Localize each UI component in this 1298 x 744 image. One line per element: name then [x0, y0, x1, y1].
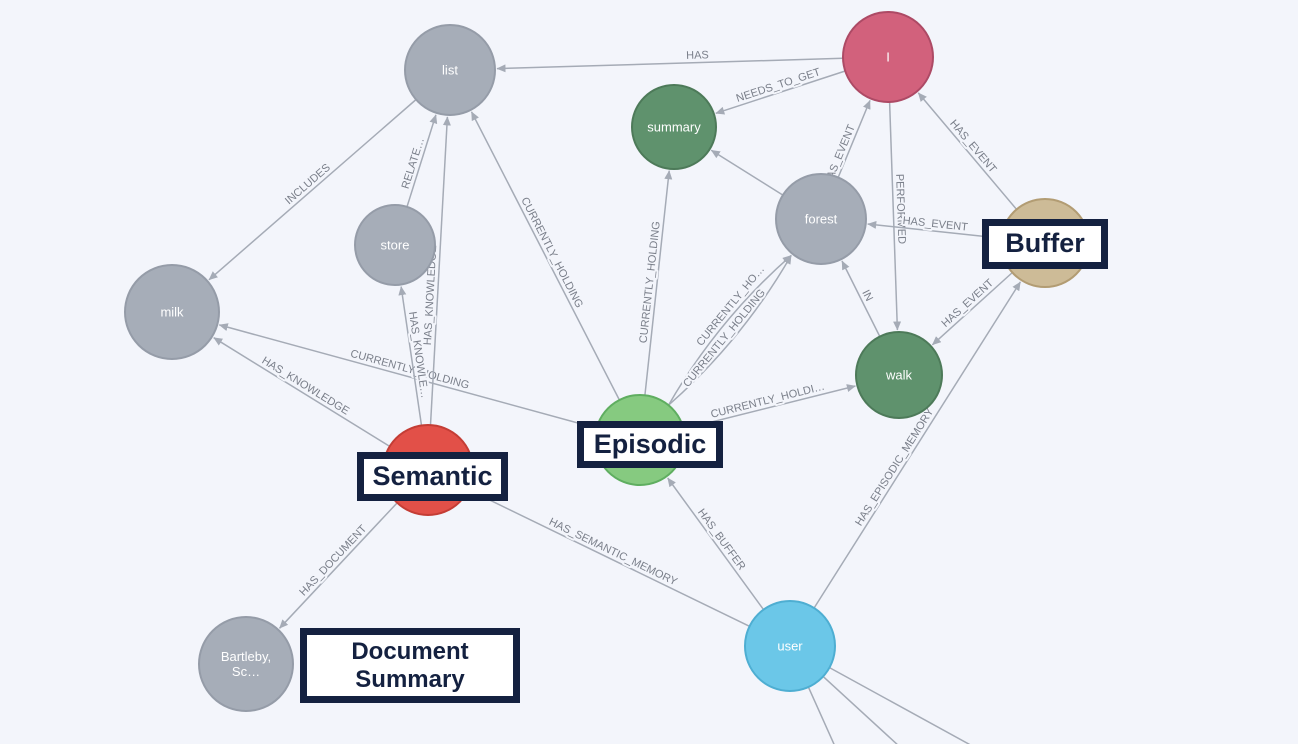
edge-list-milk[interactable]	[208, 98, 417, 281]
edge-semantic-store[interactable]	[398, 286, 423, 426]
edge-store-list[interactable]	[406, 114, 438, 208]
annotation-semantic: Semantic	[357, 452, 508, 501]
annotation-line: Summary	[355, 665, 465, 693]
edge-walk-forest[interactable]	[841, 260, 881, 337]
annotation-line: Buffer	[1005, 228, 1085, 259]
edge-episodic-forest[interactable]	[667, 254, 792, 406]
edge-label-i-list-0[interactable]: HAS	[684, 47, 711, 64]
annotation-line: Document	[351, 637, 469, 665]
edge-user-offscreen-26[interactable]	[829, 666, 977, 744]
edge-episodic-summary[interactable]	[644, 170, 673, 396]
edge-i-summary[interactable]	[715, 70, 846, 115]
edge-user-offscreen-25[interactable]	[822, 675, 912, 744]
edge-semantic-bartleby[interactable]	[278, 502, 398, 629]
edge-episodic-milk[interactable]	[218, 323, 597, 429]
edge-episodic-list[interactable]	[470, 111, 621, 401]
edge-user-semantic[interactable]	[469, 489, 750, 627]
edge-forest-i[interactable]	[837, 99, 871, 178]
edge-semantic-list[interactable]	[429, 116, 451, 426]
edge-semantic-milk[interactable]	[213, 337, 391, 448]
annotation-episodic: Episodic	[577, 421, 723, 468]
edge-user-episodic[interactable]	[667, 477, 765, 611]
edge-forest-summary[interactable]	[710, 149, 784, 196]
edge-user-offscreen-24[interactable]	[807, 686, 842, 744]
annotation-buffer: Buffer	[982, 219, 1108, 269]
edge-buffer-i[interactable]	[917, 92, 1018, 210]
edge-i-list[interactable]	[496, 57, 844, 73]
annotation-line: Semantic	[372, 460, 493, 491]
edge-i-walk[interactable]	[888, 101, 902, 331]
annotation-line: Episodic	[593, 428, 707, 459]
edge-user-buffer[interactable]	[813, 281, 1022, 609]
edge-buffer-walk[interactable]	[931, 271, 1013, 346]
edge-episodic-forest[interactable]	[668, 254, 792, 406]
